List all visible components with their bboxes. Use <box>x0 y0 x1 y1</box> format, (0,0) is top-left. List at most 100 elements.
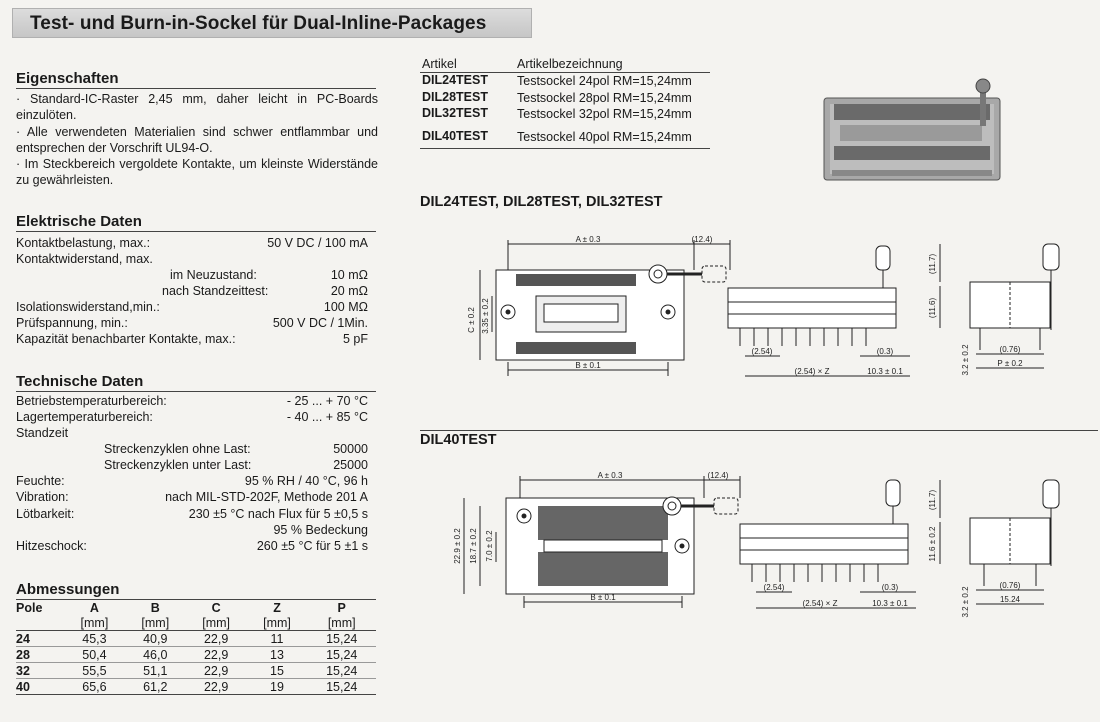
value-cell: 15 <box>270 663 284 678</box>
dim-label: (2.54) <box>764 583 785 592</box>
dim-label: (0.76) <box>1000 345 1021 354</box>
eigenschaften-title: Eigenschaften <box>16 70 119 87</box>
spec-value: - 40 ... + 85 °C <box>286 410 368 424</box>
dim-label: 15.24 <box>1000 595 1021 604</box>
spec-label: Feuchte: <box>16 474 65 488</box>
dimensions-table: Pole A B C Z P [mm] [mm] [mm] [mm] [mm] … <box>16 600 376 695</box>
abmessungen-title: Abmessungen <box>16 581 120 598</box>
spec-value: 25000 <box>333 458 368 472</box>
spec-label: Lagertemperaturbereich: <box>16 410 153 424</box>
value-cell: 19 <box>270 679 284 694</box>
dim-label: (11.6) <box>928 298 937 319</box>
value-cell: 55,5 <box>82 663 107 678</box>
dim-label: 11.6 ± 0.2 <box>928 526 937 561</box>
spec-value: nach MIL-STD-202F, Methode 201 A <box>165 490 368 504</box>
abmessungen-header: Abmessungen <box>16 581 376 600</box>
dim-label: (0.76) <box>1000 581 1021 590</box>
pole-cell: 40 <box>16 679 30 694</box>
dim-label: 18.7 ± 0.2 <box>469 528 478 564</box>
bullet-item: · Im Steckbereich vergoldete Kontakte, u… <box>16 157 378 187</box>
drawing1-title: DIL24TEST, DIL28TEST, DIL32TEST <box>420 194 663 210</box>
artikel-code: DIL24TEST <box>422 73 488 87</box>
value-cell: 51,1 <box>143 663 168 678</box>
table-row: 28 50,4 46,0 22,9 13 15,24 <box>16 647 376 663</box>
spec-label: im Neuzustand: <box>170 268 257 282</box>
pole-cell: 24 <box>16 631 30 646</box>
title-bar <box>12 8 532 38</box>
table-row: 40 65,6 61,2 22,9 19 15,24 <box>16 679 376 695</box>
pole-cell: 28 <box>16 647 30 662</box>
drawing1-side-view <box>727 245 910 377</box>
spec-value: 50000 <box>333 442 368 456</box>
dim-label: 10.3 ± 0.1 <box>872 599 908 608</box>
dim-label: (0.3) <box>882 583 899 592</box>
dim-label: (0.3) <box>877 347 894 356</box>
drawing1: A ± 0.3 (12.4) C ± 0.2 3.35 ± 0.2 B ± 0.… <box>467 235 1060 377</box>
dim-label: P ± 0.2 <box>997 359 1023 368</box>
spec-value: 95 % Bedeckung <box>273 523 368 537</box>
spec-value: 10 mΩ <box>330 268 368 282</box>
dim-label: 3.35 ± 0.2 <box>481 298 490 334</box>
drawing2-side-view <box>739 479 916 609</box>
value-cell: 46,0 <box>143 647 168 662</box>
spec-value: 50 V DC / 100 mA <box>267 236 368 250</box>
unit-cell: [mm] <box>141 615 170 630</box>
artikel-desc: Testsockel 32pol RM=15,24mm <box>517 107 692 121</box>
spec-label: Betriebstemperaturbereich: <box>16 394 167 408</box>
value-cell: 22,9 <box>203 647 229 662</box>
unit-cell: [mm] <box>327 615 356 630</box>
drawing2-title: DIL40TEST <box>420 432 497 448</box>
spec-label: Streckenzyklen unter Last: <box>104 458 252 472</box>
table-row: 32 55,5 51,1 22,9 15 15,24 <box>16 663 376 679</box>
artikel-table: Artikel Artikelbezeichnung DIL24TEST Tes… <box>420 54 710 150</box>
dim-label: B ± 0.1 <box>590 593 616 602</box>
spec-label: Kontaktbelastung, max.: <box>16 236 151 250</box>
column-header: A <box>89 600 99 615</box>
value-cell: 22,9 <box>203 663 229 678</box>
eigenschaften-header: Eigenschaften <box>16 70 376 89</box>
artikel-code: DIL40TEST <box>422 129 488 143</box>
drawing1-end-view <box>939 243 1060 369</box>
value-cell: 22,9 <box>203 679 229 694</box>
spec-value: 20 mΩ <box>330 284 368 298</box>
spec-value: - 25 ... + 70 °C <box>286 394 368 408</box>
value-cell: 15,24 <box>326 663 358 678</box>
dim-label: C ± 0.2 <box>467 307 476 333</box>
dim-label: 10.3 ± 0.1 <box>867 367 903 376</box>
table-header-row: Pole A B C Z P <box>16 600 376 615</box>
spec-label: Standzeit <box>16 426 69 440</box>
value-cell: 11 <box>270 631 284 646</box>
value-cell: 50,4 <box>82 647 107 662</box>
technische-header: Technische Daten <box>16 373 376 392</box>
value-cell: 61,2 <box>143 679 168 694</box>
socket-photo <box>823 78 1001 181</box>
value-cell: 40,9 <box>143 631 168 646</box>
dim-label: 3.2 ± 0.2 <box>961 586 970 618</box>
table-row: 24 45,3 40,9 22,9 11 15,24 <box>16 631 376 647</box>
spec-label: Streckenzyklen ohne Last: <box>104 442 251 456</box>
dim-label: A ± 0.3 <box>576 235 601 244</box>
value-cell: 15,24 <box>326 631 358 646</box>
divider <box>420 430 1098 431</box>
artikel-code: DIL28TEST <box>422 90 488 104</box>
spec-value: 500 V DC / 1Min. <box>272 316 368 330</box>
artikel-desc: Testsockel 28pol RM=15,24mm <box>517 91 692 105</box>
elektrische-table: Kontaktbelastung, max.: 50 V DC / 100 mA… <box>16 0 376 360</box>
spec-label: Isolationswiderstand,min.: <box>16 300 160 314</box>
spec-label: Vibration: <box>16 490 69 504</box>
value-cell: 22,9 <box>203 631 229 646</box>
elektrische-header: Elektrische Daten <box>16 213 376 232</box>
drawing2-top-view <box>463 476 741 608</box>
spec-label: Kapazität benachbarter Kontakte, max.: <box>16 332 236 346</box>
drawing2: A ± 0.3 (12.4) 22.9 ± 0.2 18.7 ± 0.2 7.0… <box>453 471 1060 618</box>
value-cell: 45,3 <box>82 631 107 646</box>
dim-label: A ± 0.3 <box>598 471 623 480</box>
dim-label: (2.54) × Z <box>795 367 830 376</box>
page-title: Test- und Burn-in-Sockel für Dual-Inline… <box>30 13 487 34</box>
dim-label: (2.54) × Z <box>803 599 838 608</box>
column-header: P <box>337 600 346 615</box>
artikel-col-header: Artikelbezeichnung <box>517 57 623 71</box>
spec-value: 230 ±5 °C nach Flux für 5 ±0,5 s <box>188 507 368 521</box>
artikel-desc: Testsockel 24pol RM=15,24mm <box>517 74 692 88</box>
dim-label: B ± 0.1 <box>575 361 601 370</box>
